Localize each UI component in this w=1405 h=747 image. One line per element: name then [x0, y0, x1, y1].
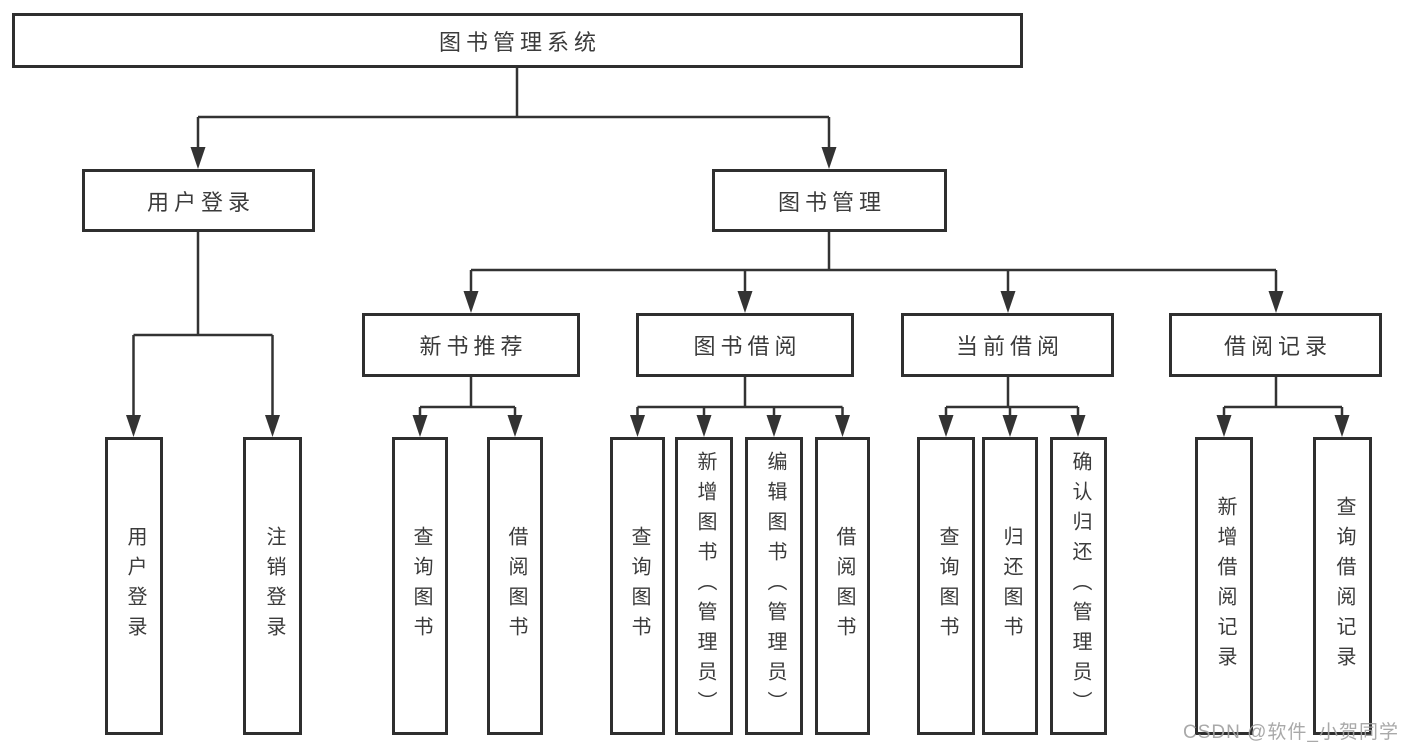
leaf-borrow-edit-books-admin: 编辑图书（管理员） — [745, 437, 803, 735]
connector-mgmt-stem — [469, 232, 1278, 295]
node-new-book-recommend: 新书推荐 — [362, 313, 580, 377]
node-book-management: 图书管理 — [712, 169, 947, 232]
arrowhead — [1268, 291, 1284, 313]
node-book-borrowing: 图书借阅 — [636, 313, 854, 377]
node-borrow-records-label: 借阅记录 — [1223, 334, 1332, 359]
connector-records-stem — [1222, 377, 1344, 421]
arrowhead — [1002, 415, 1018, 437]
leaf-logout: 注销登录 — [243, 437, 302, 735]
leaf-records-add-borrow-record: 新增借阅记录 — [1195, 437, 1253, 735]
arrowhead — [507, 415, 523, 437]
arrowhead — [1070, 415, 1086, 437]
connector-login-stem — [132, 232, 274, 421]
node-root: 图书管理系统 — [12, 13, 1023, 68]
leaf-current-return-books: 归还图书 — [982, 437, 1038, 735]
node-new-book-recommend-label: 新书推荐 — [419, 334, 528, 359]
arrowhead — [696, 415, 712, 437]
node-user-login: 用户登录 — [82, 169, 315, 232]
arrowhead — [766, 415, 782, 437]
leaf-user-login: 用户登录 — [105, 437, 163, 735]
arrowhead — [126, 415, 141, 437]
connector-newbook-stem — [418, 377, 517, 421]
node-user-login-label: 用户登录 — [146, 189, 255, 215]
arrowhead — [265, 415, 280, 437]
leaf-current-confirm-return-admin: 确认归还（管理员） — [1050, 437, 1107, 735]
node-borrow-records: 借阅记录 — [1169, 313, 1382, 377]
leaf-borrow-borrow-books: 借阅图书 — [815, 437, 870, 735]
leaf-records-query-borrow-record: 查询借阅记录 — [1313, 437, 1372, 735]
arrowhead — [463, 291, 479, 313]
arrowhead — [1000, 291, 1016, 313]
arrowhead — [412, 415, 428, 437]
arrowhead — [1334, 415, 1350, 437]
node-current-borrowing: 当前借阅 — [901, 313, 1114, 377]
leaf-current-query-books: 查询图书 — [917, 437, 975, 735]
arrowhead — [737, 291, 753, 313]
node-root-label: 图书管理系统 — [438, 29, 601, 55]
arrowhead — [821, 147, 837, 169]
arrowhead — [835, 415, 850, 437]
connector-borrow-stem — [636, 377, 844, 421]
arrowhead — [938, 415, 954, 437]
arrowhead — [630, 415, 645, 437]
connector-current-stem — [944, 377, 1080, 421]
node-current-borrowing-label: 当前借阅 — [955, 334, 1064, 359]
node-book-management-label: 图书管理 — [777, 189, 886, 215]
csdn-watermark: CSDN @软件_小贺同学 — [1183, 722, 1399, 743]
node-book-borrowing-label: 图书借阅 — [693, 334, 802, 359]
arrowhead — [190, 147, 206, 169]
leaf-newbook-borrow-books: 借阅图书 — [487, 437, 543, 735]
leaf-borrow-add-books-admin: 新增图书（管理员） — [675, 437, 733, 735]
connector-root-stem — [196, 68, 831, 151]
leaf-borrow-query-books: 查询图书 — [610, 437, 665, 735]
arrowhead — [1216, 415, 1232, 437]
leaf-newbook-query-books: 查询图书 — [392, 437, 448, 735]
